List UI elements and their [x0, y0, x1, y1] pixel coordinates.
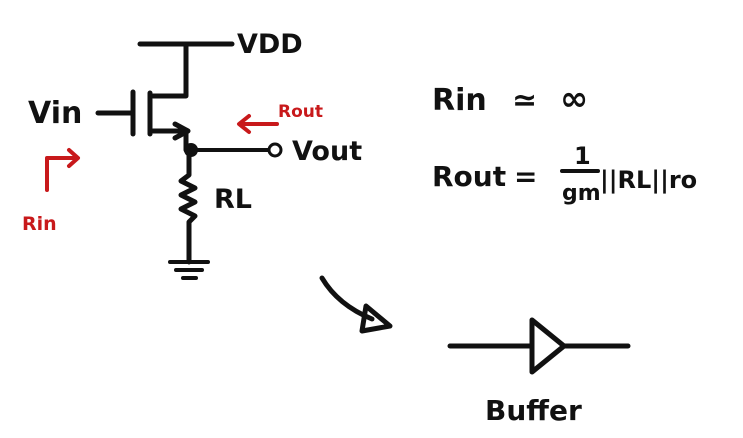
ground-symbol	[168, 260, 210, 280]
buffer-label: Buffer	[485, 394, 582, 427]
vout-label: Vout	[292, 136, 362, 167]
rout-eq-op: =	[514, 160, 537, 193]
rout-marker-label: Rout	[278, 102, 323, 122]
rin-marker-label: Rin	[22, 213, 57, 235]
vdd-label: VDD	[237, 29, 303, 60]
transform-arrow	[319, 275, 393, 334]
drain-wire	[150, 41, 189, 99]
vdd-rail: VDD	[137, 29, 303, 60]
output-terminal	[267, 142, 283, 158]
rout-eq-denominator: gm	[562, 181, 601, 206]
rout-eq-numerator: 1	[574, 142, 591, 170]
rin-eq-op: ≃	[512, 83, 537, 118]
vin-label: Vin	[28, 96, 82, 131]
rout-equation: Rout = 1 gm ||RL||ro	[432, 142, 697, 206]
rin-arrow: Rin	[22, 148, 80, 235]
rin-eq-lhs: Rin	[432, 83, 487, 118]
nmos-transistor	[130, 89, 191, 141]
rout-eq-lhs: Rout	[432, 160, 506, 193]
rin-equation: Rin ≃ ∞	[432, 79, 588, 119]
rl-label: RL	[214, 184, 252, 215]
rout-eq-rest: ||RL||ro	[600, 166, 697, 194]
load-resistor: RL	[178, 149, 252, 265]
rin-eq-rhs: ∞	[560, 79, 588, 119]
buffer-symbol: Buffer	[447, 317, 631, 427]
rout-arrow: Rout	[237, 102, 323, 134]
